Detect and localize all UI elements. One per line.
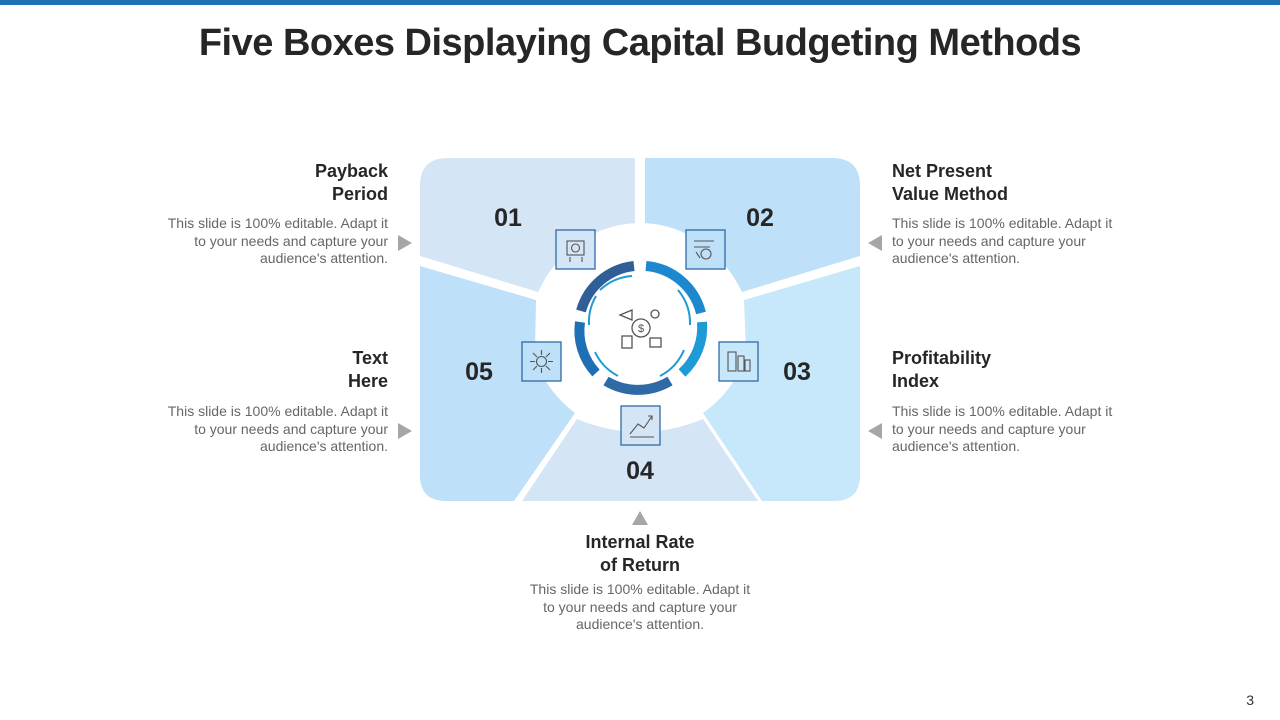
box-01-heading-line2: Period xyxy=(331,184,388,204)
box-04-desc-line2: to your needs and capture your xyxy=(543,598,737,615)
box-03-desc-line1: This slide is 100% editable. Adapt it xyxy=(892,403,1113,419)
box-05-number: 05 xyxy=(465,358,493,386)
pointer-05-icon xyxy=(398,423,412,439)
box-02-number: 02 xyxy=(746,204,774,232)
box-01-desc-line1: This slide is 100% editable. Adapt it xyxy=(167,215,388,231)
box-01-shape[interactable] xyxy=(420,158,635,292)
pointer-04-icon xyxy=(632,511,648,525)
money-flow-icon xyxy=(685,229,726,270)
box-03-heading: Profitability Index xyxy=(892,347,1132,393)
box-05-description: This slide is 100% editable. Adapt it to… xyxy=(128,403,388,456)
box-03-description: This slide is 100% editable. Adapt it to… xyxy=(892,403,1152,456)
box-01-description: This slide is 100% editable. Adapt it to… xyxy=(128,215,388,268)
box-04-heading: Internal Rate of Return xyxy=(490,531,790,577)
box-05-heading-line2: Here xyxy=(347,371,388,391)
pointer-03-icon xyxy=(868,423,882,439)
box-04-desc-line3: audience's attention. xyxy=(576,616,704,632)
box-02-heading: Net Present Value Method xyxy=(892,160,1132,206)
box-02-description: This slide is 100% editable. Adapt it to… xyxy=(892,215,1152,268)
budget-box-icon xyxy=(555,229,596,270)
box-01-desc-line2: to your needs and capture your xyxy=(194,232,388,249)
box-03-desc-line2: to your needs and capture your xyxy=(892,420,1086,437)
box-01-number: 01 xyxy=(494,204,522,232)
box-03-shape[interactable] xyxy=(703,266,860,501)
box-01-heading-line1: Payback xyxy=(314,161,388,181)
box-03-number: 03 xyxy=(783,358,811,386)
box-04-desc-line1: This slide is 100% editable. Adapt it xyxy=(529,581,751,597)
cycle-arrows xyxy=(587,275,692,377)
box-05-desc-line2: to your needs and capture your xyxy=(194,420,388,437)
box-01-desc-line3: audience's attention. xyxy=(260,250,388,266)
box-05-desc-line1: This slide is 100% editable. Adapt it xyxy=(167,403,388,419)
box-02-heading-line1: Net Present xyxy=(892,161,993,181)
capital-budgeting-icon: $ xyxy=(618,309,662,349)
box-02-desc-line2: to your needs and capture your xyxy=(892,232,1086,249)
box-01-heading: Payback Period xyxy=(188,160,388,206)
box-03-heading-line2: Index xyxy=(892,371,940,391)
box-05-heading: Text Here xyxy=(188,347,388,393)
box-03-heading-line1: Profitability xyxy=(892,348,992,368)
top-accent-bar xyxy=(0,0,1280,5)
growth-chart-icon xyxy=(620,405,661,446)
center-circle xyxy=(536,223,744,431)
box-04-heading-line2: of Return xyxy=(600,555,680,575)
box-03-desc-line3: audience's attention. xyxy=(892,438,1020,454)
box-05-desc-line3: audience's attention. xyxy=(260,438,388,454)
box-02-heading-line2: Value Method xyxy=(892,184,1009,204)
box-04-description: This slide is 100% editable. Adapt it to… xyxy=(490,581,790,634)
box-04-shape[interactable] xyxy=(522,419,758,501)
box-04-number: 04 xyxy=(626,457,654,485)
svg-text:$: $ xyxy=(638,323,644,335)
box-05-heading-line1: Text xyxy=(352,348,388,368)
calculator-bars-icon xyxy=(718,341,759,382)
box-02-shape[interactable] xyxy=(645,158,860,292)
page-title: Five Boxes Displaying Capital Budgeting … xyxy=(198,22,1082,64)
cycle-ring xyxy=(574,261,708,395)
pointer-02-icon xyxy=(868,235,882,251)
page-number: 3 xyxy=(1246,692,1254,708)
box-04-heading-line1: Internal Rate xyxy=(585,532,695,552)
box-05-shape[interactable] xyxy=(420,266,575,501)
pointer-01-icon xyxy=(398,235,412,251)
network-coin-icon xyxy=(521,341,562,382)
box-02-desc-line3: audience's attention. xyxy=(892,250,1020,266)
box-02-desc-line1: This slide is 100% editable. Adapt it xyxy=(892,215,1113,231)
